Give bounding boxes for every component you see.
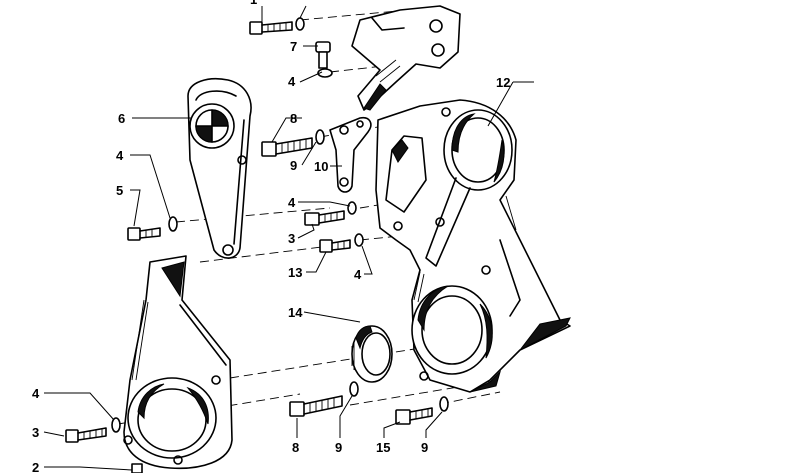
callout-7: 7 [290,39,297,54]
bolt-8-lower [289,381,359,417]
callout-2: 2 [32,460,39,473]
top-bracket [351,5,461,111]
callout-6: 6 [118,111,125,126]
callout-4: 4 [116,148,124,163]
callout-9: 9 [290,158,297,173]
callout-15: 15 [376,440,390,455]
callout-4: 4 [288,74,296,89]
seal-ring [351,325,393,383]
callout-labels: 1 2 3 3 4 4 4 4 4 5 6 7 8 8 9 9 9 10 12 … [32,0,510,473]
callout-4: 4 [32,386,40,401]
bolt-8-upper [261,129,325,157]
callout-5: 5 [116,183,123,198]
callout-3: 3 [32,425,39,440]
callout-8: 8 [290,111,297,126]
small-bracket [329,116,372,193]
bolt-13 [319,233,364,253]
callout-14: 14 [288,305,303,320]
bolt-top [249,17,305,35]
bolt-2 [131,463,143,473]
pulley-cover [187,78,252,259]
bolt-15 [395,396,449,425]
callout-3: 3 [288,231,295,246]
callout-10: 10 [314,159,328,174]
bolt-3-lower [65,417,121,443]
callout-13: 13 [288,265,302,280]
callout-9: 9 [421,440,428,455]
callout-8: 8 [292,440,299,455]
leader-lines [43,5,534,471]
lower-front-cover [123,255,233,470]
stud-7 [315,41,333,78]
callout-1: 1 [250,0,257,7]
callout-12: 12 [496,75,510,90]
timing-case [375,99,571,393]
callout-4: 4 [354,267,362,282]
bolt-5 [127,216,178,241]
callout-9: 9 [335,440,342,455]
callout-4: 4 [288,195,296,210]
